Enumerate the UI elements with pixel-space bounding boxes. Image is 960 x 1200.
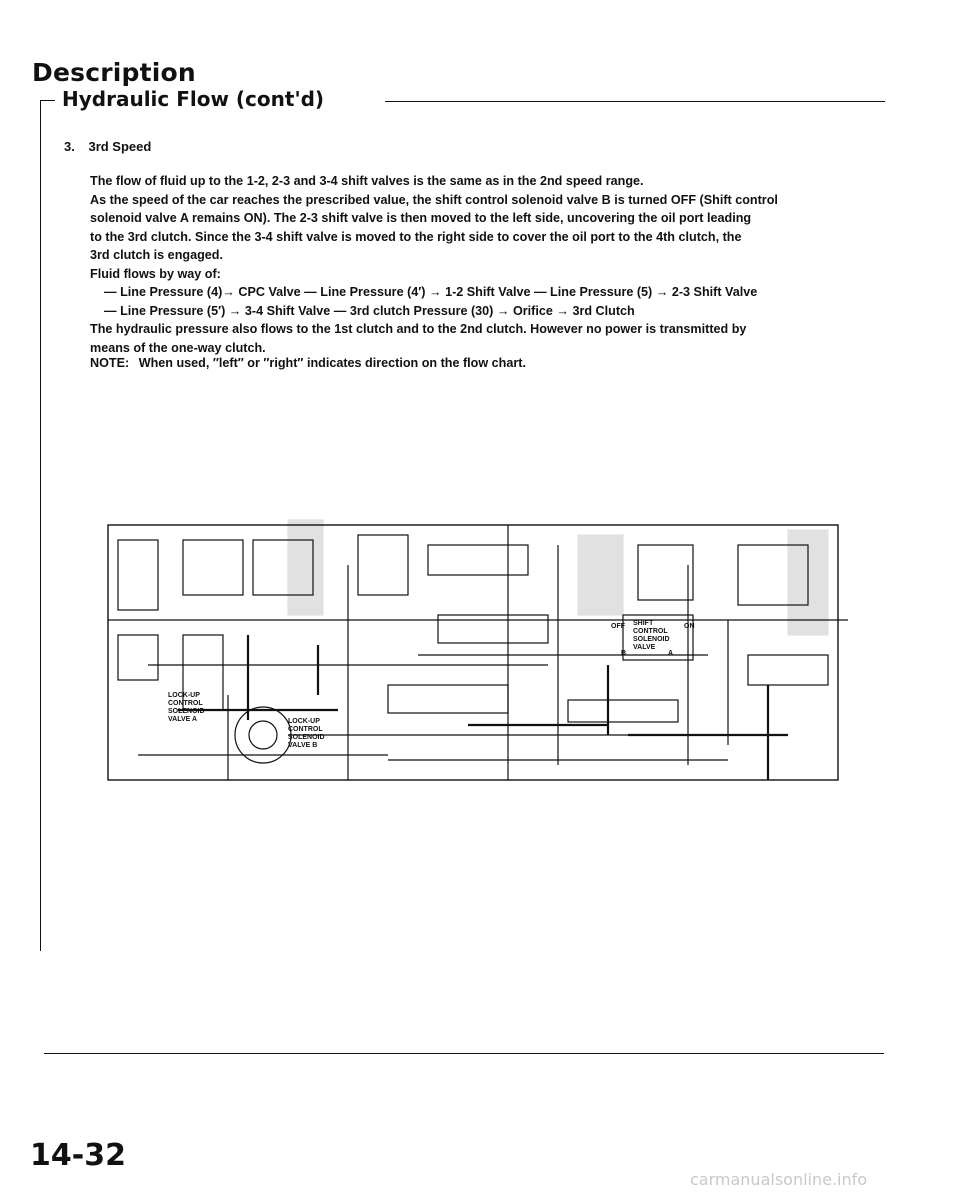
paragraph-line: The hydraulic pressure also flows to the… xyxy=(90,322,747,336)
flow-line: — Line Pressure (4)→ CPC Valve — Line Pr… xyxy=(104,285,758,299)
diagram-label: LOCK-UP xyxy=(168,692,200,699)
page-title: Description xyxy=(32,58,196,87)
lockup-b-label: LOCK-UP CONTROL SOLENOID VALVE B xyxy=(288,718,325,749)
diagram-label: VALVE A xyxy=(168,716,197,723)
diagram-label: A xyxy=(668,650,673,657)
note: NOTE: When used, ″left″ or ″right″ indic… xyxy=(90,356,526,370)
note-text: When used, ″left″ or ″right″ indicates d… xyxy=(138,356,526,370)
diagram-label: LOCK-UP xyxy=(288,718,320,725)
paragraph-line: 3rd clutch is engaged. xyxy=(90,248,223,262)
diagram-label: CONTROL xyxy=(288,726,323,733)
section-divider xyxy=(385,101,885,102)
paragraph-line: means of the one-way clutch. xyxy=(90,340,266,355)
section-title: Hydraulic Flow (cont'd) xyxy=(62,87,325,111)
step-title: 3rd Speed xyxy=(88,139,152,154)
diagram-label: VALVE xyxy=(633,644,656,651)
diagram-label: OFF xyxy=(611,623,626,630)
step-number: 3. xyxy=(64,139,75,154)
shift-solenoid-label: SHIFT CONTROL SOLENOID VALVE OFF ON B A xyxy=(611,620,695,657)
paragraph-line: Fluid flows by way of: xyxy=(90,266,221,281)
diagram-label: CONTROL xyxy=(633,628,668,635)
lockup-a-label: LOCK-UP CONTROL SOLENOID VALVE A xyxy=(168,692,205,723)
diagram-label: CONTROL xyxy=(168,700,203,707)
watermark: carmanualsonline.info xyxy=(690,1170,868,1189)
diagram-label: SHIFT xyxy=(633,620,654,627)
diagram-label: SOLENOID xyxy=(168,708,205,715)
diagram-label: SOLENOID xyxy=(288,734,325,741)
diagram-label: ON xyxy=(684,623,695,630)
paragraph-line: solenoid valve A remains ON). The 2-3 sh… xyxy=(90,211,752,225)
section-bracket xyxy=(40,100,55,951)
diagram-label: SOLENOID xyxy=(633,636,670,643)
page-number: 14-32 xyxy=(30,1138,126,1173)
note-label: NOTE: xyxy=(90,356,130,370)
description-paragraph: The flow of fluid up to the 1-2, 2-3 and… xyxy=(90,172,880,357)
paragraph-line: As the speed of the car reaches the pres… xyxy=(90,192,778,207)
diagram-label: B xyxy=(621,650,626,657)
bottom-divider xyxy=(44,1053,884,1054)
hydraulic-flow-diagram: SHIFT CONTROL SOLENOID VALVE OFF ON B A … xyxy=(107,519,848,781)
paragraph-line: The flow of fluid up to the 1-2, 2-3 and… xyxy=(90,174,644,188)
flow-line: — Line Pressure (5′) → 3-4 Shift Valve —… xyxy=(104,303,635,318)
step-heading: 3. 3rd Speed xyxy=(64,139,151,154)
paragraph-line: to the 3rd clutch. Since the 3-4 shift v… xyxy=(90,229,742,244)
diagram-label: VALVE B xyxy=(288,742,317,749)
